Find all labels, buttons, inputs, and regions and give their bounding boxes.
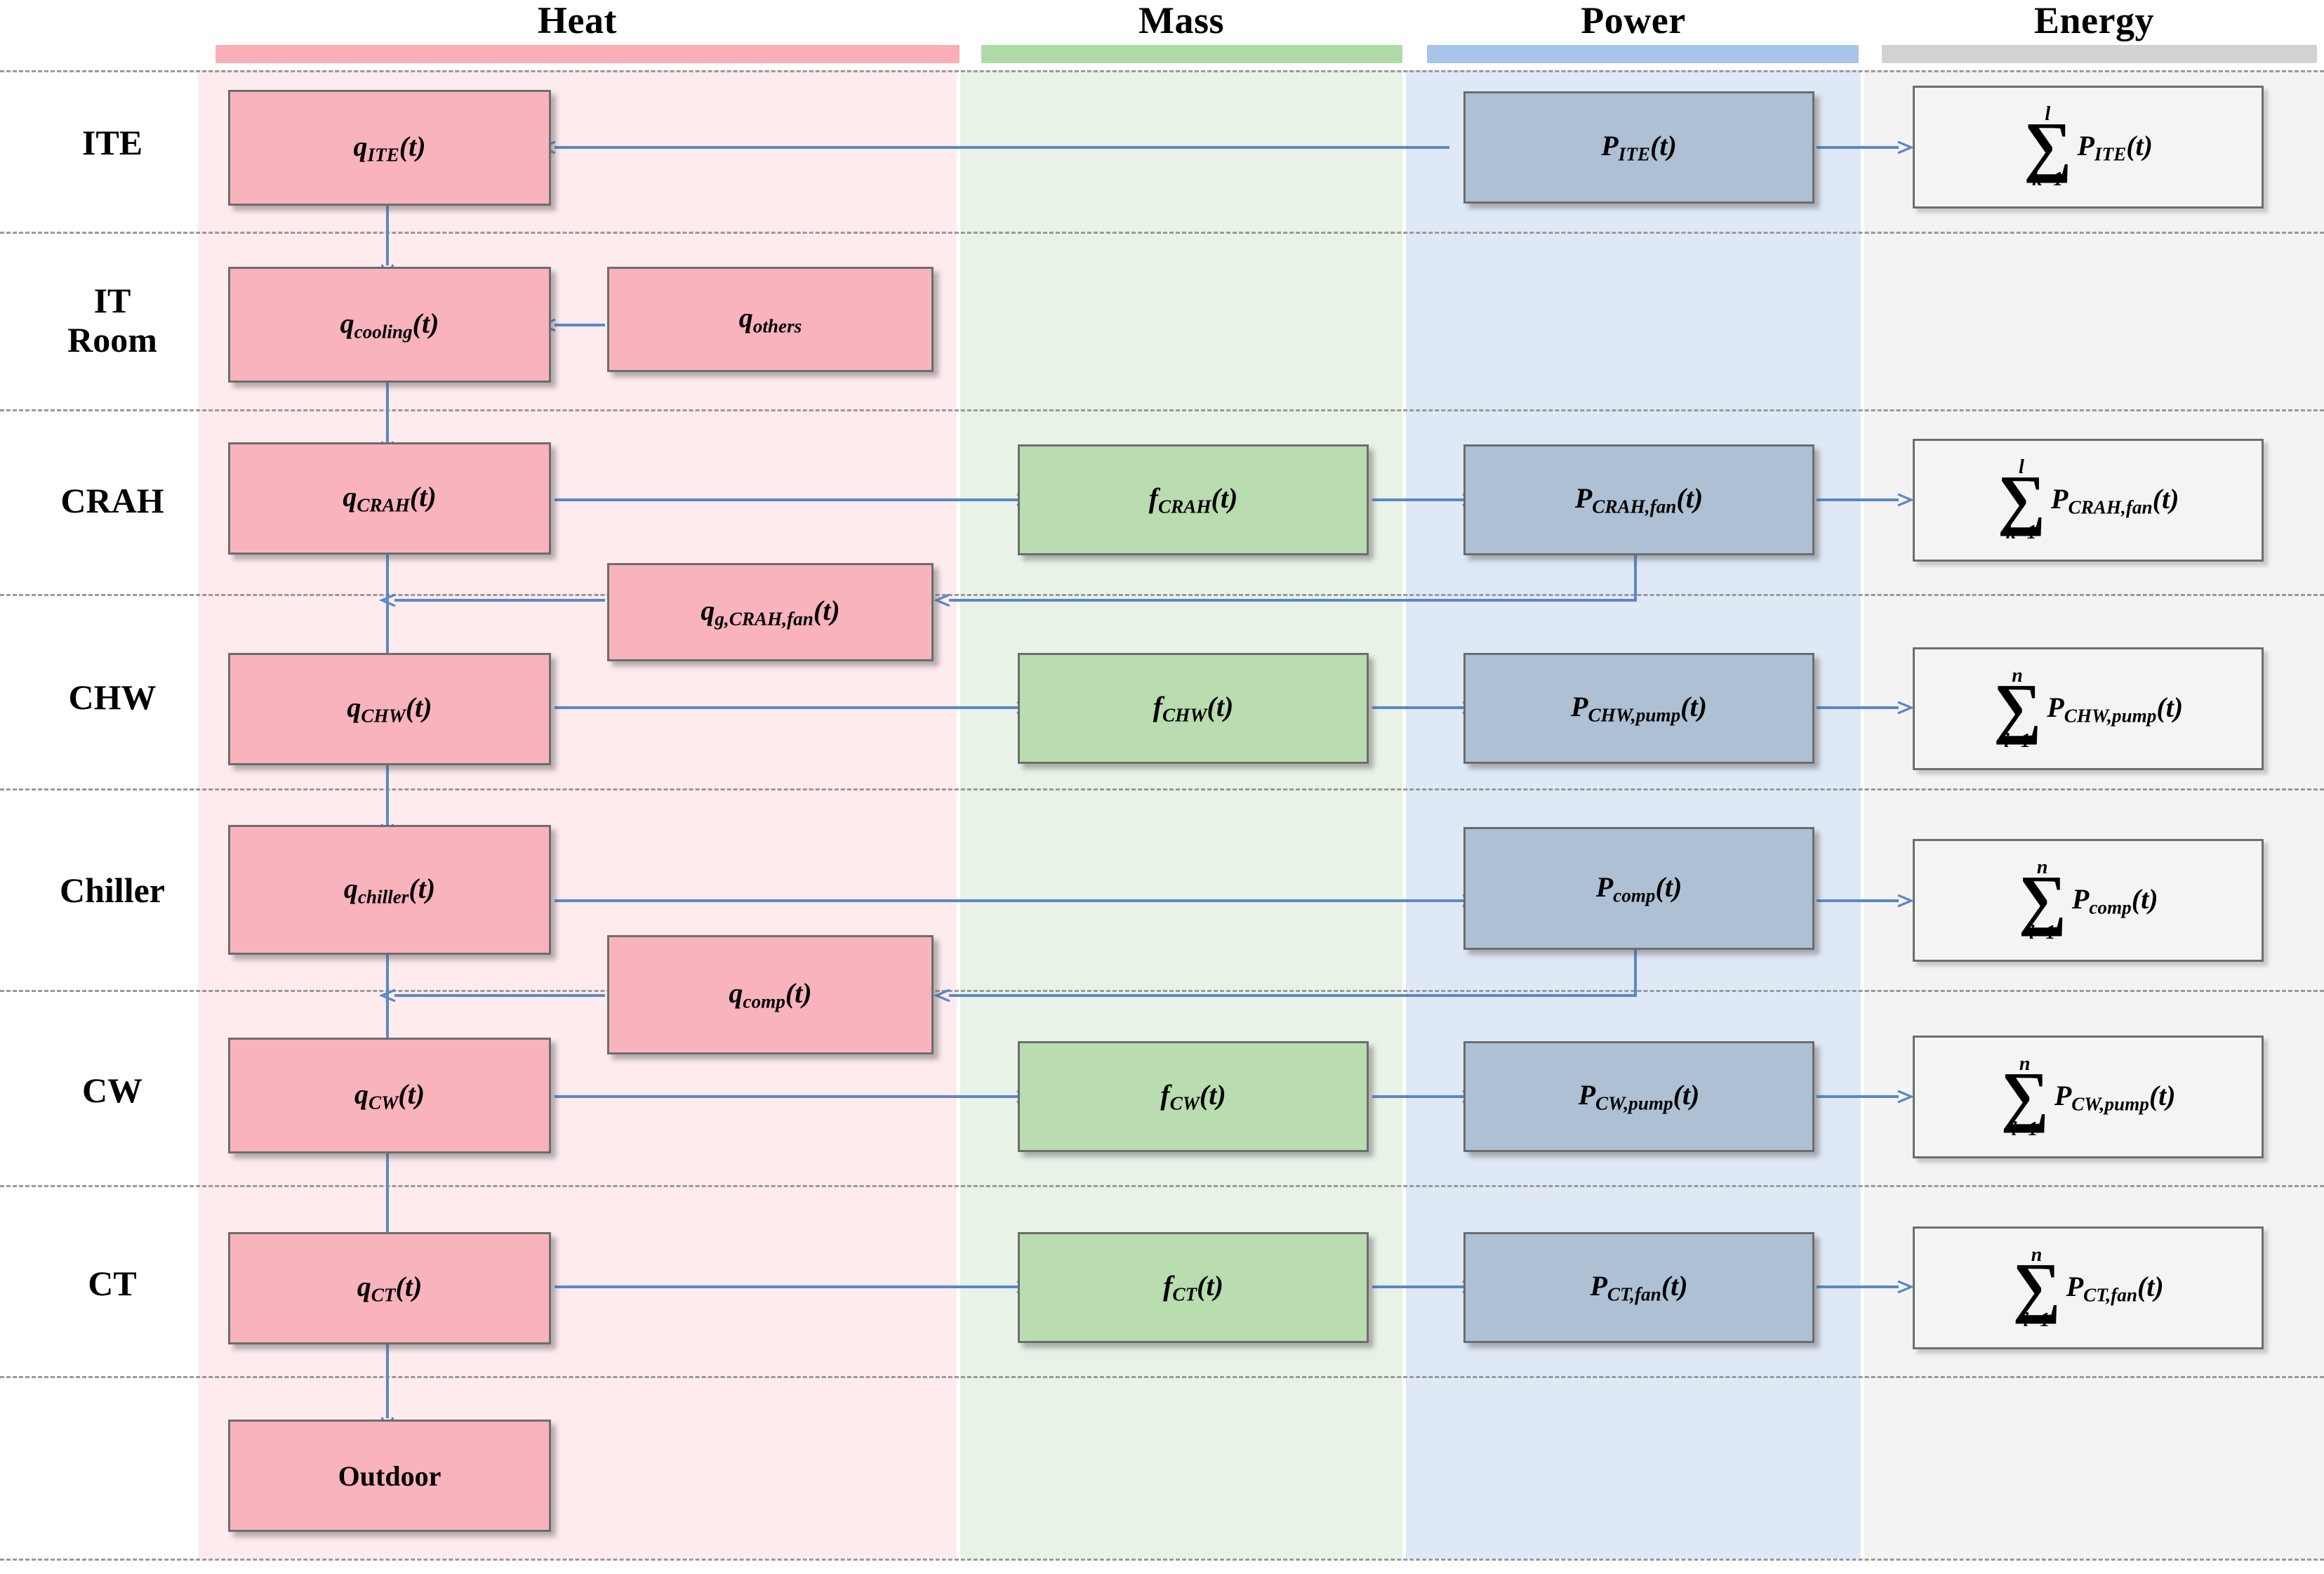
- mass-node-ct-label: fCT(t): [1163, 1270, 1223, 1305]
- power-node-cw-pump[interactable]: PCW,pump(t): [1463, 1041, 1814, 1152]
- power-node-ite[interactable]: PITE(t): [1463, 91, 1814, 204]
- power-node-chw-pump[interactable]: PCHW,pump(t): [1463, 653, 1814, 764]
- row-label-crah: CRAH: [60, 481, 164, 520]
- power-node-comp[interactable]: Pcomp(t): [1463, 827, 1814, 950]
- column-title-mass: Mass: [1138, 0, 1224, 41]
- heat-node-outdoor-label: Outdoor: [338, 1460, 441, 1492]
- heat-node-chiller-label: qchiller(t): [343, 872, 436, 908]
- energy-node-ct-fan-formula: n ∑ i=1 PCT,fan(t): [2012, 1245, 2163, 1330]
- energy-node-chw-pump-term: PCHW,pump(t): [2047, 691, 2184, 727]
- power-node-chw-pump-label: PCHW,pump(t): [1571, 691, 1707, 726]
- mass-node-cw-label: fCW(t): [1160, 1079, 1226, 1114]
- power-node-ct-fan-label: PCT,fan(t): [1590, 1270, 1688, 1305]
- power-node-ct-fan[interactable]: PCT,fan(t): [1463, 1232, 1814, 1343]
- energy-node-comp[interactable]: n ∑ i=1 Pcomp(t): [1913, 839, 2264, 962]
- heat-node-chw-label: qCHW(t): [347, 692, 432, 727]
- row-separator: [0, 232, 2324, 234]
- power-node-crah-fan[interactable]: PCRAH,fan(t): [1463, 444, 1814, 555]
- summation-icon: n ∑ i=1: [2000, 1053, 2049, 1140]
- mass-node-chw[interactable]: fCHW(t): [1018, 653, 1369, 764]
- power-node-cw-pump-label: PCW,pump(t): [1578, 1079, 1700, 1114]
- heat-node-ite-label: qITE(t): [353, 130, 426, 166]
- summation-icon: n ∑ i=1: [2012, 1244, 2061, 1331]
- energy-node-cw-pump[interactable]: n ∑ i=1 PCW,pump(t): [1913, 1036, 2264, 1158]
- column-title-heat: Heat: [538, 0, 617, 41]
- heat-node-chw[interactable]: qCHW(t): [228, 653, 551, 765]
- row-label-ct: CT: [88, 1264, 137, 1303]
- row-separator: [0, 409, 2324, 411]
- energy-node-crah-fan[interactable]: l ∑ k=1 PCRAH,fan(t): [1913, 439, 2264, 562]
- row-separator: [0, 594, 2324, 596]
- energy-node-crah-fan-formula: l ∑ k=1 PCRAH,fan(t): [1998, 458, 2179, 543]
- mass-node-ct[interactable]: fCT(t): [1018, 1232, 1369, 1343]
- energy-node-ite[interactable]: l ∑ k=1 PITE(t): [1913, 86, 2264, 209]
- heat-node-cooling-label: qcooling(t): [340, 307, 439, 343]
- energy-node-ite-term: PITE(t): [2077, 129, 2153, 165]
- heat-node-ct-label: qCT(t): [357, 1271, 423, 1306]
- heat-node-ct[interactable]: qCT(t): [228, 1232, 551, 1344]
- column-bar-heat: [215, 45, 960, 63]
- energy-node-chw-pump[interactable]: n ∑ i=1 PCHW,pump(t): [1913, 647, 2264, 770]
- heat-node-chiller[interactable]: qchiller(t): [228, 825, 551, 955]
- row-label-chw: CHW: [68, 677, 157, 717]
- column-title-energy: Energy: [2034, 0, 2154, 41]
- heat-node-g-crah-fan[interactable]: qg,CRAH,fan(t): [607, 563, 934, 661]
- heat-node-crah[interactable]: qCRAH(t): [228, 442, 551, 555]
- row-separator: [0, 990, 2324, 992]
- heat-node-cw[interactable]: qCW(t): [228, 1038, 551, 1153]
- column-bar-energy: [1882, 45, 2317, 63]
- mass-node-crah[interactable]: fCRAH(t): [1018, 444, 1369, 555]
- row-separator: [0, 788, 2324, 791]
- column-title-power: Power: [1581, 0, 1686, 41]
- energy-node-ct-fan[interactable]: n ∑ i=1 PCT,fan(t): [1913, 1226, 2264, 1349]
- heat-node-comp[interactable]: qcomp(t): [607, 935, 934, 1054]
- heat-node-ite[interactable]: qITE(t): [228, 90, 551, 206]
- summation-icon: n ∑ i=1: [2018, 857, 2066, 944]
- heat-node-comp-label: qcomp(t): [729, 977, 812, 1012]
- heat-node-others[interactable]: qothers: [607, 267, 934, 372]
- power-node-crah-fan-label: PCRAH,fan(t): [1574, 482, 1704, 517]
- row-label-ite: ITE: [81, 123, 143, 162]
- heat-node-crah-label: qCRAH(t): [343, 481, 437, 516]
- heat-node-others-label: qothers: [738, 302, 802, 337]
- energy-node-ite-formula: l ∑ k=1 PITE(t): [2024, 105, 2153, 190]
- summation-icon: n ∑ i=1: [1993, 665, 2042, 752]
- power-node-comp-label: Pcomp(t): [1595, 871, 1682, 906]
- row-separator: [0, 1559, 2324, 1561]
- row-label-chiller: Chiller: [60, 871, 165, 910]
- energy-node-chw-pump-formula: n ∑ i=1 PCHW,pump(t): [1993, 666, 2183, 751]
- row-label-cw: CW: [81, 1071, 143, 1110]
- heat-node-cw-label: qCW(t): [354, 1078, 425, 1113]
- energy-node-ct-fan-term: PCT,fan(t): [2066, 1270, 2164, 1306]
- energy-node-comp-formula: n ∑ i=1 Pcomp(t): [2018, 858, 2158, 943]
- power-node-ite-label: PITE(t): [1601, 130, 1677, 165]
- summation-icon: l ∑ k=1: [2024, 103, 2072, 190]
- energy-node-cw-pump-term: PCW,pump(t): [2054, 1079, 2176, 1115]
- heat-node-cooling[interactable]: qcooling(t): [228, 267, 551, 383]
- mass-node-cw[interactable]: fCW(t): [1018, 1041, 1369, 1152]
- energy-node-cw-pump-formula: n ∑ i=1 PCW,pump(t): [2000, 1054, 2175, 1139]
- column-bar-mass: [981, 45, 1402, 63]
- row-separator: [0, 70, 2324, 72]
- column-bar-power: [1427, 45, 1859, 63]
- heat-node-g-crah-fan-label: qg,CRAH,fan(t): [700, 595, 840, 630]
- energy-node-comp-term: Pcomp(t): [2071, 882, 2158, 918]
- row-separator: [0, 1185, 2324, 1187]
- heat-node-outdoor[interactable]: Outdoor: [228, 1420, 551, 1532]
- mass-node-chw-label: fCHW(t): [1153, 691, 1234, 726]
- energy-node-crah-fan-term: PCRAH,fan(t): [2051, 482, 2179, 518]
- mass-node-crah-label: fCRAH(t): [1148, 482, 1238, 517]
- row-separator: [0, 1376, 2324, 1378]
- summation-icon: l ∑ k=1: [1997, 456, 2046, 543]
